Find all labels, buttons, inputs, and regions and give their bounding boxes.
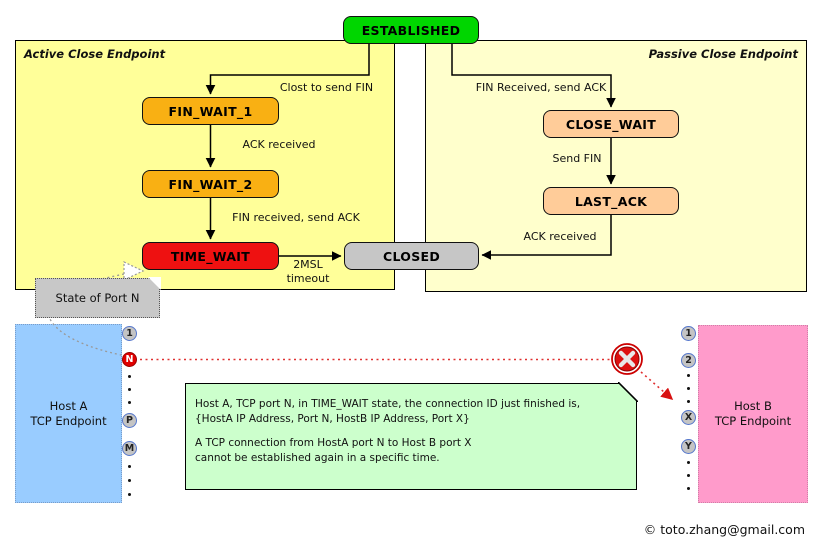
port-ellipsis-dot: [687, 461, 690, 464]
port-ellipsis-dot: [687, 374, 690, 377]
host-a-port-n: N: [122, 352, 137, 367]
host-a-port-p: P: [122, 413, 137, 428]
port-state-callout-label: State of Port N: [55, 291, 140, 305]
port-ellipsis-dot: [128, 388, 131, 391]
state-fin-wait-1: FIN_WAIT_1: [142, 97, 279, 125]
state-closed: CLOSED: [344, 242, 479, 270]
host-b-port-x: X: [681, 410, 696, 425]
port-state-callout: State of Port N: [35, 277, 161, 318]
state-close-wait: CLOSE_WAIT: [543, 110, 679, 138]
port-ellipsis-dot: [128, 401, 131, 404]
port-ellipsis-dot: [128, 479, 131, 482]
port-ellipsis-dot: [687, 487, 690, 490]
edge-label-ack-received-left: ACK received: [242, 138, 316, 151]
callout-fold-corner: [147, 277, 161, 291]
port-ellipsis-dot: [128, 375, 131, 378]
note-fold-corner: [617, 382, 638, 403]
edge-label-2msl-timeout: 2MSL timeout: [286, 258, 330, 285]
note-line-4: cannot be established again in a specifi…: [195, 451, 440, 464]
host-b-label: Host B TCP Endpoint: [714, 399, 792, 428]
passive-panel-title: Passive Close Endpoint: [648, 47, 798, 61]
passive-close-panel: Passive Close Endpoint: [425, 40, 807, 292]
note-line-1: Host A, TCP port N, in TIME_WAIT state, …: [195, 398, 581, 410]
note-line-3: A TCP connection from HostA port N to Ho…: [195, 437, 472, 449]
active-panel-title: Active Close Endpoint: [24, 47, 166, 61]
state-fin-wait-2: FIN_WAIT_2: [142, 170, 279, 198]
host-b-box: Host B TCP Endpoint: [698, 325, 808, 503]
state-time-wait: TIME_WAIT: [142, 242, 279, 270]
host-a-port-1: 1: [122, 326, 137, 341]
port-ellipsis-dot: [687, 400, 690, 403]
port-ellipsis-dot: [687, 474, 690, 477]
state-established: ESTABLISHED: [343, 16, 479, 44]
port-ellipsis-dot: [128, 493, 131, 496]
state-last-ack: LAST_ACK: [543, 187, 679, 215]
forbidden-icon: [611, 343, 643, 375]
port-ellipsis-dot: [128, 465, 131, 468]
copyright-text: © toto.zhang@gmail.com: [643, 522, 805, 537]
host-a-box: Host A TCP Endpoint: [15, 324, 122, 503]
edge-label-send-fin: Send FIN: [552, 152, 602, 165]
port-ellipsis-dot: [687, 387, 690, 390]
connection-note: Host A, TCP port N, in TIME_WAIT state, …: [185, 382, 638, 490]
host-b-port-y: Y: [681, 439, 696, 454]
edge-label-fin-received-send-ack-left: FIN received, send ACK: [232, 211, 360, 224]
edge-label-close-to-send-fin: Clost to send FIN: [279, 81, 374, 94]
note-line-2: {HostA IP Address, Port N, HostB IP Addr…: [195, 412, 470, 425]
host-b-port-1: 1: [681, 326, 696, 341]
host-a-label: Host A TCP Endpoint: [30, 398, 107, 428]
host-b-port-2: 2: [681, 353, 696, 368]
edge-label-fin-received-send-ack-right: FIN Received, send ACK: [475, 81, 607, 94]
edge-label-ack-received-right: ACK received: [523, 230, 597, 243]
host-a-port-m: M: [122, 441, 137, 456]
